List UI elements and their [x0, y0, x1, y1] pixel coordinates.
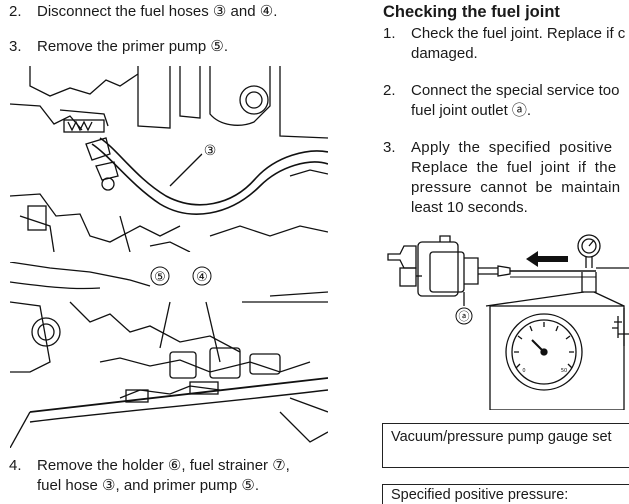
step-text-line-1: Check the fuel joint. Replace if c [411, 25, 626, 42]
left-step-4: 4. Remove the holder ⑥, fuel strainer ⑦,… [9, 456, 339, 498]
left-step-2: 2. Disconnect the fuel hoses ③ and ④. [9, 2, 339, 24]
right-step-2: 2. Connect the special service too fuel … [383, 81, 629, 123]
right-step-1: 1. Check the fuel joint. Replace if c da… [383, 24, 629, 66]
step-number: 3. [383, 139, 396, 156]
step-text-line-2: Replace the fuel joint if the [411, 159, 617, 176]
step-text-line-2: fuel hose ③, and primer pump ⑤. [37, 477, 259, 494]
step-number: 1. [383, 25, 396, 42]
step-text-line-2: damaged. [411, 45, 478, 62]
spec-box: Specified positive pressure: [382, 484, 629, 504]
tool-name-box: Vacuum/pressure pump gauge set [382, 423, 629, 468]
step-text-line-1: Connect the special service too [411, 82, 620, 99]
step-number: 2. [383, 82, 396, 99]
step-text-line-1: Remove the holder ⑥, fuel strainer ⑦, [37, 457, 290, 474]
right-step-3: 3. Apply the specified positive Replace … [383, 138, 629, 220]
step-text: Disconnect the fuel hoses ③ and ④. [37, 3, 278, 20]
primer-pump-illustration: ⑤ ④ [10, 262, 328, 448]
callout-label: ⓐ [459, 310, 470, 323]
step-text-line-2: fuel joint outlet ⓐ. [411, 102, 532, 119]
fuel-hose-illustration: ③ [10, 66, 328, 252]
callout-label: ⑤ [154, 270, 166, 285]
callout-label: ④ [196, 270, 208, 285]
fuel-joint-gauge-illustration: ⓐ 0 50 [387, 234, 629, 410]
section-heading: Checking the fuel joint [383, 3, 560, 21]
step-text-line-3: pressure cannot be maintain [411, 179, 621, 196]
tool-name-text: Vacuum/pressure pump gauge set [391, 429, 612, 445]
step-number: 3. [9, 38, 22, 55]
spec-text: Specified positive pressure: [391, 487, 569, 503]
step-text: Remove the primer pump ⑤. [37, 38, 229, 55]
step-text-line-1: Apply the specified positive [411, 139, 613, 156]
step-number: 2. [9, 3, 22, 20]
bracket-edge-illustration [612, 308, 629, 346]
step-text-line-4: least 10 seconds. [411, 199, 528, 216]
callout-label: ③ [204, 143, 217, 159]
left-step-3: 3. Remove the primer pump ⑤. [9, 37, 339, 59]
gauge-scale-high: 50 [561, 368, 567, 374]
step-number: 4. [9, 457, 22, 474]
gauge-scale-low: 0 [522, 368, 525, 374]
